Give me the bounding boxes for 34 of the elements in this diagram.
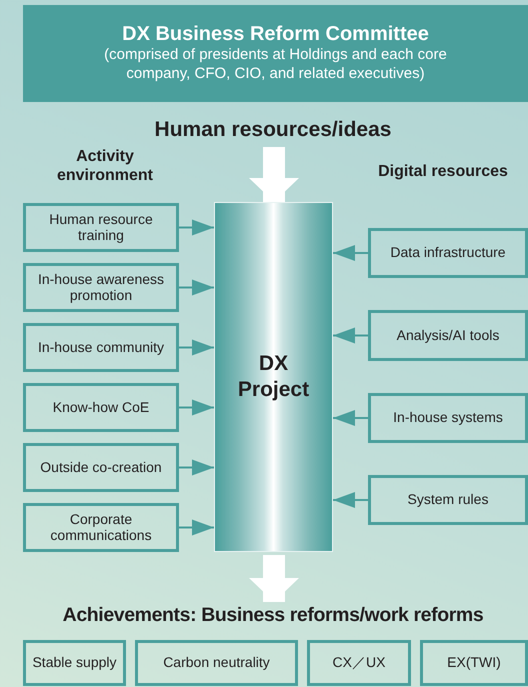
item-box: Corporate communications xyxy=(23,503,179,552)
arrow xyxy=(333,410,368,426)
column-heading: Digital resources xyxy=(377,162,509,182)
arrow xyxy=(333,245,368,261)
committee-banner xyxy=(23,5,528,102)
subtitle: (comprised of presidents at Holdings and each core company, CFO, CIO, and related executives) xyxy=(103,46,448,84)
arrow xyxy=(179,340,214,356)
item-box: In-house awareness promotion xyxy=(23,263,179,312)
block-arrow xyxy=(249,147,299,202)
arrow xyxy=(179,280,214,296)
heading: Achievements: Business reforms/work reforms xyxy=(62,604,484,626)
item-box: Carbon neutrality xyxy=(135,640,298,686)
item-box: Data infrastructure xyxy=(368,228,528,278)
arrow xyxy=(179,520,214,536)
project-column: DX Project xyxy=(214,202,333,552)
item-box: CX／UX xyxy=(307,640,411,686)
item-box: Outside co-creation xyxy=(23,443,179,492)
item-box: In-house systems xyxy=(368,393,528,443)
item-box: Analysis/AI tools xyxy=(368,310,528,361)
item-box: Know-how CoE xyxy=(23,383,179,432)
arrow xyxy=(179,220,214,236)
item-box: Stable supply xyxy=(23,640,126,686)
arrow xyxy=(333,328,368,344)
item-box: Human resource training xyxy=(23,203,179,252)
arrow xyxy=(179,460,214,476)
arrow xyxy=(179,400,214,416)
block-arrow xyxy=(249,555,299,602)
column-heading: Activity environment xyxy=(56,147,154,186)
item-box: In-house community xyxy=(23,323,179,372)
item-box: EX(TWI) xyxy=(420,640,528,686)
item-box: System rules xyxy=(368,475,528,525)
title: DX Business Reform Committee xyxy=(122,23,429,46)
heading: Human resources/ideas xyxy=(154,118,392,142)
arrow xyxy=(333,492,368,508)
